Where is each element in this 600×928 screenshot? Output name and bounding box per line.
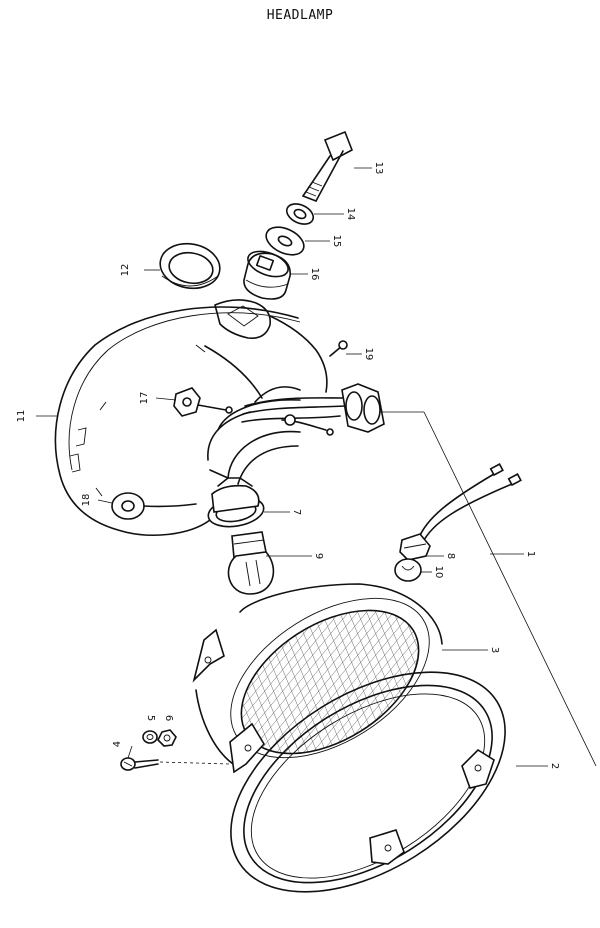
lens-hatch-line (216, 580, 312, 784)
lens-hatch-line (216, 580, 402, 784)
lens-hatch-line (216, 580, 239, 784)
connector-17 (173, 387, 233, 417)
lens-hatch-line (254, 580, 444, 784)
screw-4 (120, 757, 231, 771)
callout-11: 11 (16, 410, 27, 423)
washer-15 (265, 226, 305, 256)
lens-hatch-line (344, 580, 444, 784)
lens-hatch-line (30, 560, 130, 800)
callout-12: 12 (120, 264, 131, 277)
grommet-16 (243, 250, 291, 300)
leader-lines (36, 167, 597, 767)
lens-hatch-line (216, 580, 230, 784)
lens-hatch-line (216, 580, 249, 784)
callout-14: 14 (345, 208, 356, 221)
lens-hatch-line (216, 580, 285, 784)
lens-hatch-line (335, 580, 437, 784)
callout-6: 6 (163, 715, 174, 721)
lens-hatch-line (290, 580, 444, 784)
pilot-bulb-10 (394, 558, 422, 582)
lens-hatch-line (407, 580, 444, 784)
lens-hatch-line (290, 580, 392, 784)
callout-2: 2 (549, 763, 560, 769)
bulb-9 (227, 531, 275, 595)
callout-8: 8 (445, 553, 456, 559)
ring-12 (159, 242, 221, 290)
callout-9: 9 (313, 553, 324, 559)
lens-hatch-line (93, 560, 193, 800)
lens-hatch-line (263, 580, 444, 784)
lens-hatch-line (272, 580, 374, 784)
lens-hatch-line (326, 580, 428, 784)
callout-5: 5 (145, 715, 156, 721)
callout-labels: 13 14 15 16 12 11 17 18 19 7 9 8 10 3 1 … (16, 162, 560, 770)
screw-19 (329, 340, 348, 357)
lens-hatch-line (218, 580, 420, 784)
lens-hatch-line (317, 580, 419, 784)
washer-14 (285, 203, 315, 225)
lens-hatch-line (335, 580, 444, 784)
bulb-holder-7 (207, 477, 265, 528)
wiring-harness (241, 383, 385, 436)
rim-2 (229, 671, 506, 893)
lens-hatch-line (362, 580, 444, 784)
callout-1: 1 (525, 551, 536, 557)
lens-hatch-line (66, 560, 166, 800)
lens-hatch-line (102, 560, 202, 800)
headlamp-shell-11 (54, 299, 328, 536)
lens-hatch-line (216, 580, 357, 784)
callout-7: 7 (291, 509, 302, 515)
lens-hatch-line (216, 580, 266, 784)
nut-6 (157, 729, 177, 747)
lens-hatch-line (272, 580, 444, 784)
callout-19: 19 (363, 348, 374, 361)
diagram-title: HEADLAMP (266, 8, 334, 23)
lens-hatch-line (216, 580, 311, 784)
washer-5 (142, 730, 158, 744)
callout-10: 10 (433, 566, 444, 579)
lens-hatch-line (344, 580, 444, 784)
lens-hatch-line (263, 580, 365, 784)
callout-15: 15 (331, 235, 342, 248)
lens-hatch-line (299, 580, 401, 784)
lens-hatch-line (216, 580, 240, 784)
reflector-lens-3 (30, 560, 444, 800)
callout-4: 4 (112, 741, 123, 747)
pilot-holder-8 (399, 463, 522, 561)
lens-hatch-line (216, 580, 330, 784)
lens-hatch-line (236, 580, 438, 784)
callout-13: 13 (373, 162, 384, 175)
lens-hatch-line (308, 580, 410, 784)
callout-18: 18 (81, 494, 92, 507)
lens-hatch-line (245, 580, 444, 784)
lens-hatch-line (326, 580, 444, 784)
callout-3: 3 (489, 647, 500, 653)
lens-hatch-line (57, 560, 157, 800)
lens-hatch-line (281, 580, 383, 784)
lens-hatch-line (371, 580, 444, 784)
lens-hatch-line (245, 580, 347, 784)
lens-hatch-line (416, 580, 444, 784)
bolt-13 (302, 130, 354, 202)
callout-17: 17 (139, 392, 150, 405)
connector-18 (111, 492, 197, 520)
callout-16: 16 (309, 268, 320, 281)
